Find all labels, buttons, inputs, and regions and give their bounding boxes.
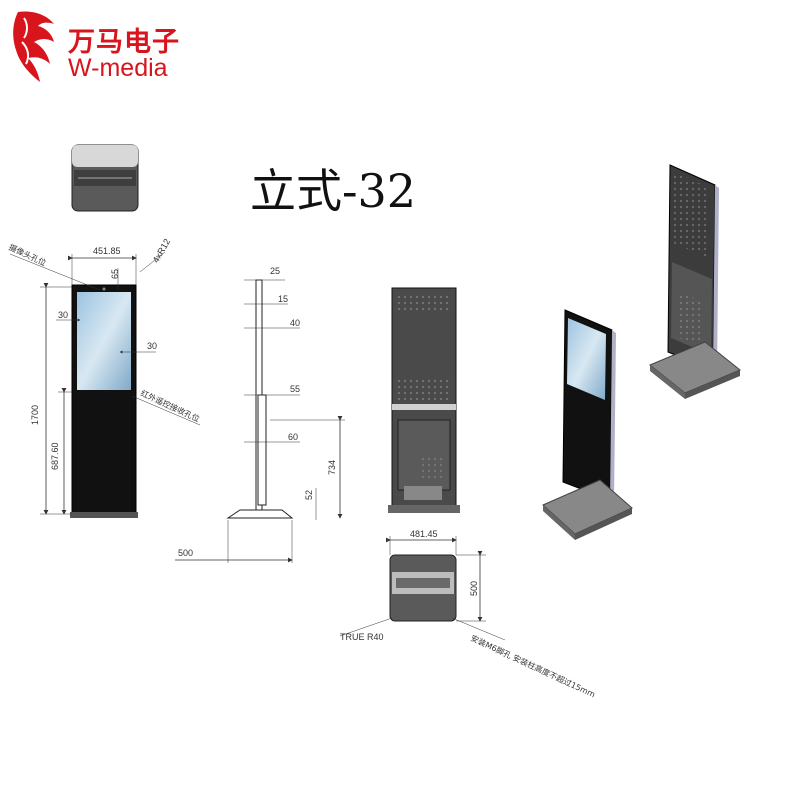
side-view: 25 15 40 55 60 734 52 500 xyxy=(175,266,345,563)
lower-height-label: 687.60 xyxy=(50,442,60,470)
side-d734-label: 734 xyxy=(327,460,337,475)
rear-view xyxy=(388,287,460,513)
screen-image xyxy=(77,292,131,390)
brand-name-en: W-media xyxy=(68,54,168,82)
brand-name-cn: 万马电子 xyxy=(68,27,180,58)
perspective-rear-view xyxy=(649,164,741,399)
total-height-label: 1700 xyxy=(30,405,40,425)
perspective-front-view xyxy=(542,309,633,540)
ir-receiver-label: 红外遥控接收孔位 xyxy=(139,388,201,424)
side-d52-label: 52 xyxy=(304,490,314,500)
base-depth-label: 500 xyxy=(178,548,193,558)
camera-position-label: 摄像头孔位 xyxy=(7,242,47,268)
camera-offset-label: 65 xyxy=(110,269,120,279)
corner-radius-label: TRUE R40 xyxy=(340,632,384,642)
front-view: 451.85 65 4xR12 摄像头孔位 30 30 1700 687.60 … xyxy=(7,237,201,518)
camera-hole-label: 4xR12 xyxy=(151,237,173,265)
side-d60-label: 60 xyxy=(288,432,298,442)
base-width-label: 481.45 xyxy=(410,529,438,539)
screen-margin-right-label: 30 xyxy=(147,341,157,351)
top-thumbnail-view xyxy=(71,144,139,212)
base-depth-side-label: 500 xyxy=(469,581,479,596)
page-title: 立式-32 xyxy=(250,164,417,218)
mounting-note-label: 安装M6脚孔 安装柱高度不超过15mm xyxy=(469,633,597,700)
brand-logo: 万马电子 W-media xyxy=(10,8,200,88)
side-d25-label: 25 xyxy=(270,266,280,276)
side-d55-label: 55 xyxy=(290,384,300,394)
front-width-label: 451.85 xyxy=(93,246,121,256)
side-d40-label: 40 xyxy=(290,318,300,328)
screen-margin-left-label: 30 xyxy=(58,310,68,320)
base-top-view: 481.45 500 TRUE R40 安装M6脚孔 安装柱高度不超过15mm xyxy=(339,529,597,700)
horse-head-icon xyxy=(13,11,54,82)
side-d15-label: 15 xyxy=(278,294,288,304)
camera-hole-icon xyxy=(102,287,106,291)
